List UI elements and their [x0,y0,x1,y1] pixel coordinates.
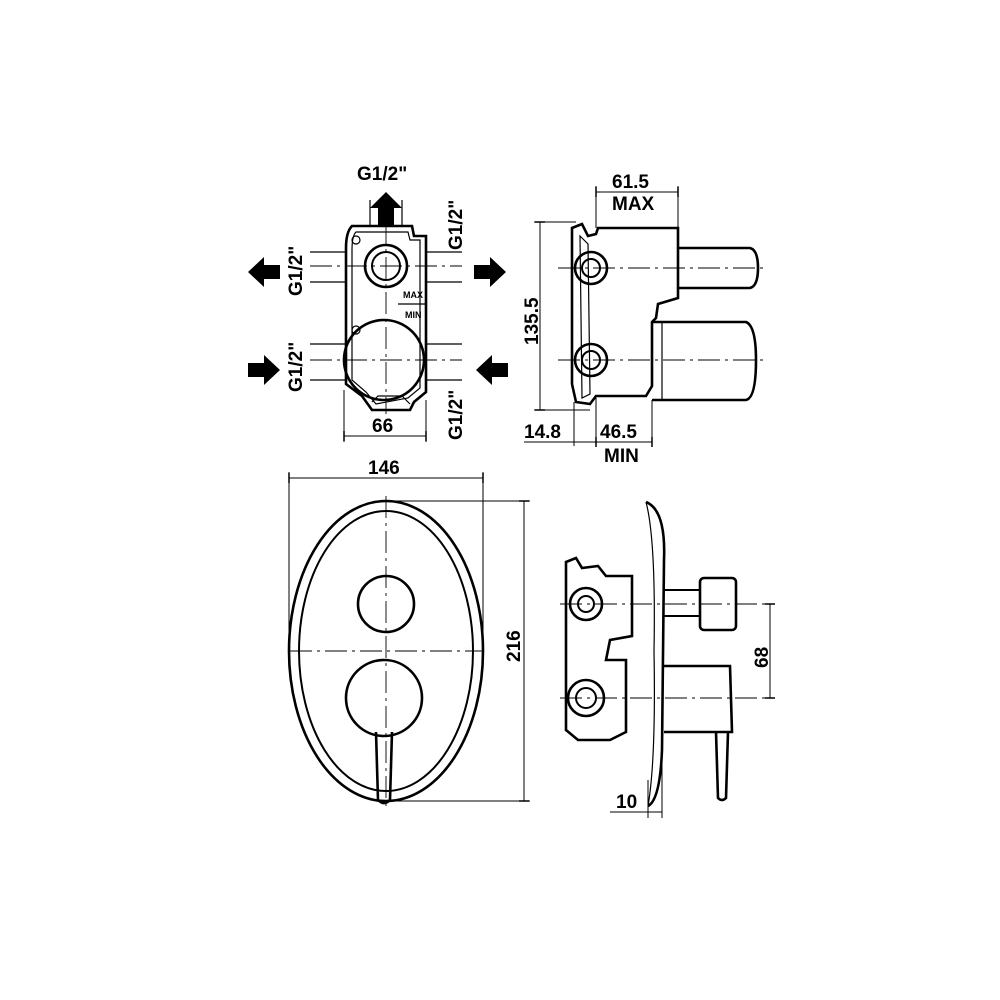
assembly-lever-body [662,664,734,734]
body-front-outline [344,224,428,412]
height-dimension-label: 135.5 [522,297,543,345]
left-outlet-arrow-icon [248,257,280,287]
min-depth-label: 46.5 [600,422,637,443]
body-side-inner [579,234,591,399]
plate-thickness-label: 10 [616,792,637,813]
max-mark: MAX [403,290,423,300]
mounting-hole [351,235,361,245]
top-outlet-label: G1/2" [357,164,407,185]
min-mark: MIN [405,310,422,320]
body-front-view: MAX MIN G1/2" G1/2" G1/2" G1/2" G1/2" [248,164,508,442]
bottom-clip [371,395,411,405]
body-front-inner-outline [351,231,421,405]
assembly-lever-handle [714,731,730,802]
side-cartridge [652,320,758,402]
wall-offset-label: 14.8 [524,422,561,443]
plate-height-label: 216 [504,630,525,662]
min-caption: MIN [604,446,639,467]
assembly-plate-profile [645,500,666,808]
max-depth-label: 61.5 [612,172,649,193]
center-distance-label: 68 [752,647,773,668]
assembly-side-view: 68 10 [560,500,775,818]
left-inlet-arrow-icon [248,355,280,385]
body-side-outline [570,222,680,406]
max-caption: MAX [612,194,655,215]
right-inlet-label: G1/2" [446,390,467,440]
left-outlet-label: G1/2" [286,246,307,296]
plate-front-view: 146 216 [287,458,530,810]
right-outlet-arrow-icon [474,257,506,287]
top-outlet-arrow-icon [370,192,402,226]
mounting-hole-lower [351,325,361,335]
plate-width-label: 146 [368,458,400,479]
right-outlet-label: G1/2" [446,200,467,250]
right-inlet-arrow-icon [476,355,508,385]
plate-mixer-rosette [344,658,424,738]
body-side-view: 61.5 MAX 135.5 14.8 46.5 MIN [522,172,766,467]
assembly-plate-profile-inner [645,501,655,807]
side-top-spindle [678,246,760,290]
plate-mixer-lever [374,731,394,805]
width-dimension-label: 66 [372,416,393,437]
assembly-body-outline [564,556,634,742]
left-inlet-label: G1/2" [286,342,307,392]
